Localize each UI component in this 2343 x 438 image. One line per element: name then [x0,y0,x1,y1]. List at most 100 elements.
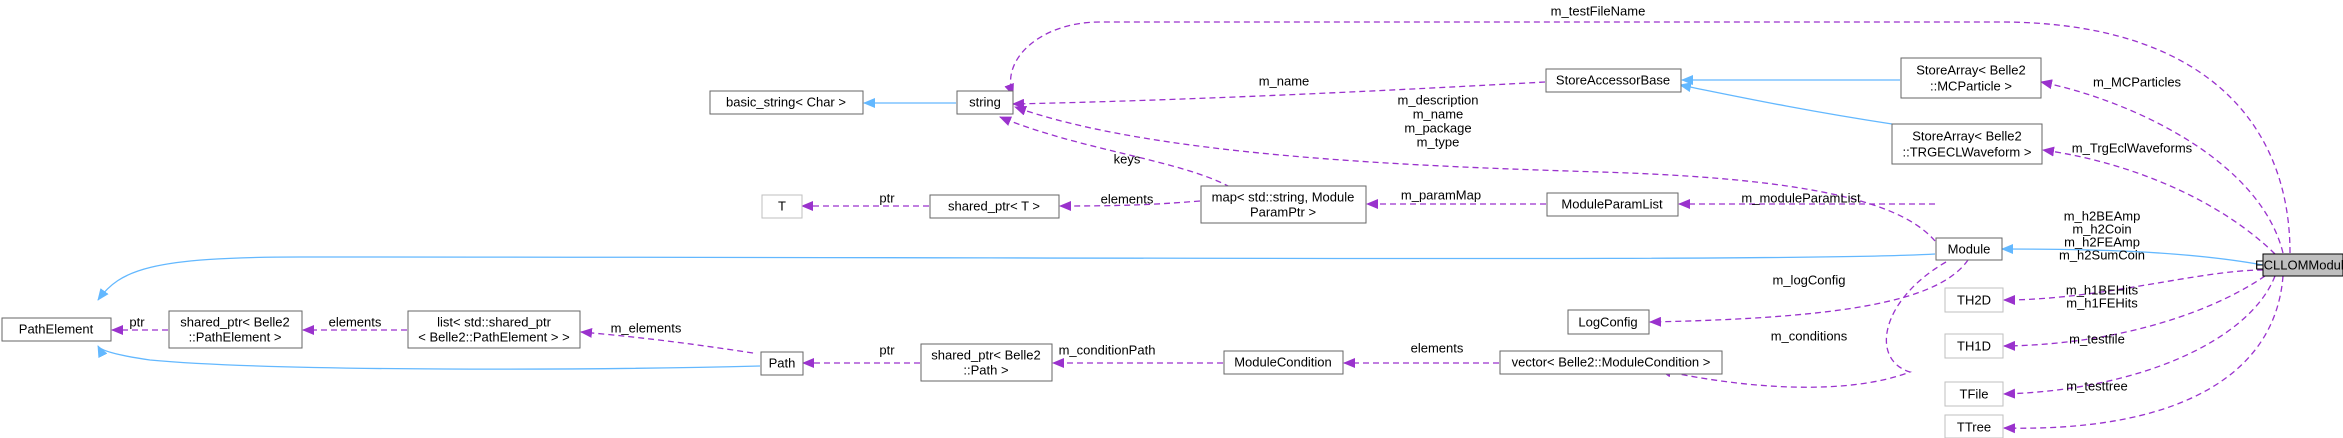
label-ptr-t: ptr [879,191,895,206]
label-testfile: m_testfile [2069,332,2125,347]
node-pathelement[interactable]: PathElement [1,317,112,342]
node-list[interactable]: list< std::shared_ptr < Belle2::PathElem… [407,310,581,349]
svg-text:TH1D: TH1D [1957,339,1991,354]
svg-text:basic_string< Char >: basic_string< Char > [726,95,846,110]
label-h2-2: m_h2FEAmp [2064,235,2140,250]
edge-mcparticles [2040,79,2284,254]
label-h1-0: m_h1BEHits [2066,283,2139,298]
node-map[interactable]: map< std::string, Module ParamPtr > [1200,185,1367,224]
node-modulecondition[interactable]: ModuleCondition [1223,350,1344,375]
label-keys: keys [1114,152,1141,167]
edge-h2 [2003,269,2264,305]
svg-text:shared_ptr< Belle2: shared_ptr< Belle2 [180,315,290,330]
svg-text:Module: Module [1948,242,1991,257]
edge-storearray-trg-storeaccessorbase [1679,82,1893,125]
svg-text:shared_ptr< Belle2: shared_ptr< Belle2 [931,348,1041,363]
edge-module-pathelement [97,253,1936,301]
svg-text:::PathElement >: ::PathElement > [189,330,282,345]
edge-conditions [1659,261,1947,388]
label-elements-map: elements [1101,192,1154,207]
label-logconfig: m_logConfig [1773,273,1846,288]
label-testtree: m_testtree [2066,379,2127,394]
node-path[interactable]: Path [760,351,804,376]
label-ptr-pe: ptr [129,315,145,330]
svg-text:ECLLOMModule: ECLLOMModule [2255,258,2343,273]
node-logconfig[interactable]: LogConfig [1567,309,1650,335]
node-ttree[interactable]: TTree [1944,414,2004,438]
edge-ecllom-module [2001,244,2264,266]
edge-m-elements [580,327,754,354]
label-conditions: m_conditions [1771,329,1848,344]
edge-logconfig [1649,259,1969,327]
label-h2-3: m_h2SumCoin [2059,248,2145,263]
label-module-strings-3: m_type [1417,135,1460,150]
svg-text:map< std::string, Module: map< std::string, Module [1212,190,1355,205]
node-vector-modulecondition[interactable]: vector< Belle2::ModuleCondition > [1499,350,1723,375]
svg-text:ParamPtr >: ParamPtr > [1250,205,1316,220]
node-th2d[interactable]: TH2D [1944,287,2004,313]
edge-name [1012,81,1546,109]
svg-text:StoreArray< Belle2: StoreArray< Belle2 [1916,63,2025,78]
svg-text:shared_ptr< T >: shared_ptr< T > [948,199,1040,214]
node-shared-ptr-pathelement[interactable]: shared_ptr< Belle2 ::PathElement > [168,310,303,349]
node-storearray-trgeclwaveform[interactable]: StoreArray< Belle2 ::TRGECLWaveform > [1891,123,2043,165]
label-elements-list: elements [329,315,382,330]
svg-text:list< std::shared_ptr: list< std::shared_ptr [437,315,551,330]
nodes: ECLLOMModule Module TH2D TH1D TFile TTre… [1,57,2343,438]
node-tfile[interactable]: TFile [1944,381,2004,407]
label-module-strings-2: m_package [1404,121,1471,136]
svg-text:Path: Path [769,356,796,371]
label-h2-0: m_h2BEAmp [2064,209,2141,224]
label-h2-1: m_h2Coin [2072,222,2131,237]
node-module[interactable]: Module [1935,237,2003,261]
svg-text:T: T [778,199,786,214]
svg-text:::MCParticle >: ::MCParticle > [1930,79,2012,94]
label-parammap: m_paramMap [1401,188,1481,203]
node-shared-ptr-t[interactable]: shared_ptr< T > [929,194,1060,219]
node-string[interactable]: string [956,90,1014,115]
svg-text:ModuleParamList: ModuleParamList [1561,197,1663,212]
node-storearray-mcparticle[interactable]: StoreArray< Belle2 ::MCParticle > [1900,57,2042,99]
svg-text:TTree: TTree [1957,420,1991,435]
svg-text:TH2D: TH2D [1957,293,1991,308]
edge-trgeclwaveforms [2042,146,2276,255]
label-moduleparamlist: m_moduleParamList [1741,191,1861,206]
edge-testfilename [1004,21,2291,254]
label-elements-vector: elements [1411,341,1464,356]
label-module-strings-1: m_name [1413,107,1464,122]
node-moduleparamlist[interactable]: ModuleParamList [1546,192,1679,217]
svg-text:StoreArray< Belle2: StoreArray< Belle2 [1912,129,2021,144]
node-t[interactable]: T [761,194,803,219]
node-storeaccessorbase[interactable]: StoreAccessorBase [1545,68,1682,93]
svg-text:TFile: TFile [1960,387,1989,402]
label-ptr-path: ptr [879,343,895,358]
edge-module-strings [1014,105,1936,242]
edge-elements-map [1059,200,1201,211]
edge-testtree [2003,275,2284,434]
node-shared-ptr-path[interactable]: shared_ptr< Belle2 ::Path > [920,343,1053,382]
label-name: m_name [1259,74,1310,89]
label-h1-1: m_h1FEHits [2066,296,2138,311]
node-ecllommodule[interactable]: ECLLOMModule [2255,253,2343,277]
svg-text:LogConfig: LogConfig [1578,315,1637,330]
edges [97,21,2291,434]
svg-text:::TRGECLWaveform >: ::TRGECLWaveform > [1903,145,2032,160]
svg-text:PathElement: PathElement [19,322,94,337]
node-basic-string[interactable]: basic_string< Char > [709,90,864,115]
label-testfilename: m_testFileName [1551,4,1646,19]
svg-text:StoreAccessorBase: StoreAccessorBase [1556,73,1670,88]
edge-keys [999,116,1231,188]
edge-h1 [2003,275,2266,351]
svg-text:< Belle2::PathElement > >: < Belle2::PathElement > > [418,330,569,345]
svg-text:string: string [969,95,1001,110]
node-th1d[interactable]: TH1D [1944,333,2004,359]
label-module-strings-0: m_description [1398,93,1479,108]
label-conditionpath: m_conditionPath [1059,343,1156,358]
svg-text:::Path >: ::Path > [963,363,1008,378]
label-mcparticles: m_MCParticles [2093,75,2182,90]
label-trgeclwaveforms: m_TrgEclWaveforms [2072,141,2193,156]
label-m-elements: m_elements [611,321,682,336]
edge-labels: m_testFileName m_MCParticles m_TrgEclWav… [129,4,2192,394]
svg-text:ModuleCondition: ModuleCondition [1234,355,1332,370]
